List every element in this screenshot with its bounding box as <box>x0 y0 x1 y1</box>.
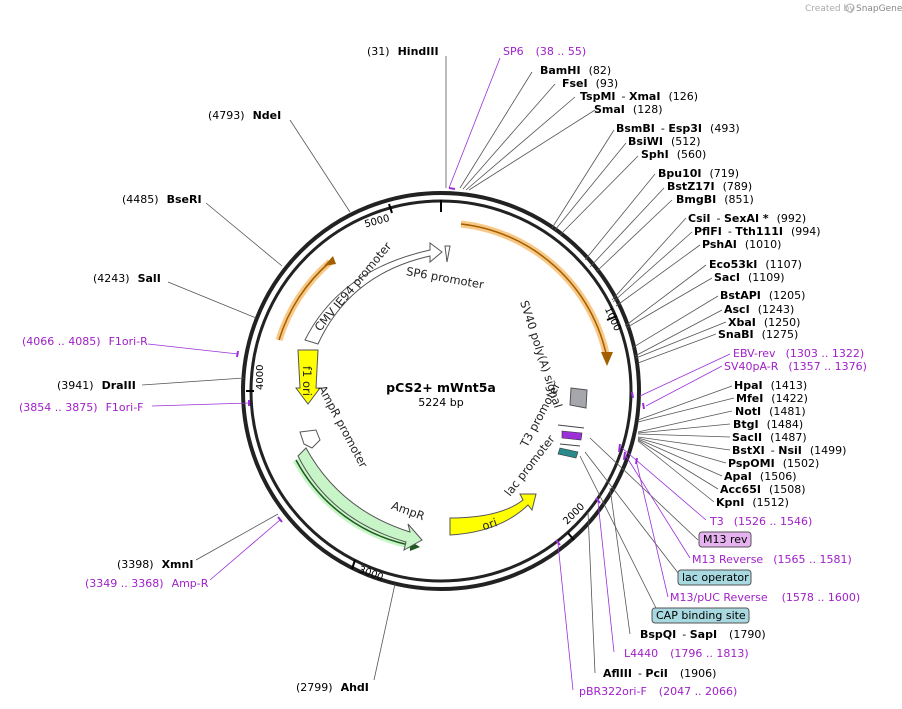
orange-feature-arcs <box>275 220 613 551</box>
lac-operator-box <box>677 569 752 586</box>
primer-marks <box>236 187 645 546</box>
site-eco53ki: Eco53kI(1107) <box>709 258 802 271</box>
site-bstz17i: BstZ17I(789) <box>667 180 752 193</box>
credit-brand: SnapGene <box>856 4 902 14</box>
site-afliii: AflIII- PciI(1906) <box>603 667 716 680</box>
ampr-promoter-arrow <box>299 429 321 449</box>
ampr-promoter-label: AmpR promoter <box>315 383 370 470</box>
right-leader-lines <box>459 71 735 691</box>
site-bstapi: BstAPI(1205) <box>720 289 805 302</box>
site-bamhi: BamHI(82) <box>540 64 611 77</box>
plasmid-name: pCS2+ mWnt5a <box>386 380 496 395</box>
site-hindiii: (31)HindIII <box>367 45 439 58</box>
sp6-label: SP6 promoter <box>405 264 485 291</box>
primer-amp-r: (3349 .. 3368)Amp-R <box>85 577 209 590</box>
ampr-arrow <box>297 447 423 551</box>
site-mfei: MfeI(1422) <box>736 392 808 405</box>
bottom-labels: M13 rev M13 Reverse(1565 .. 1581) lac op… <box>579 531 860 698</box>
primer-m13-reverse: M13 Reverse(1565 .. 1581) <box>692 553 852 566</box>
site-pshai: PshAI(1010) <box>702 238 781 251</box>
primer-m13puc: M13/pUC Reverse(1578 .. 1600) <box>670 591 860 604</box>
snapgene-credit: Created by SnapGene <box>805 3 902 14</box>
site-btgi: BtgI(1484) <box>733 418 803 431</box>
primer-l4440: L4440(1796 .. 1813) <box>624 647 749 660</box>
site-psp0mi: PspOMI(1502) <box>728 457 819 470</box>
site-sali: (4243)SalI <box>93 272 161 285</box>
plasmid-size: 5224 bp <box>418 396 463 409</box>
left-site-labels: (31)HindIII SP6(38 .. 55) (4793)NdeI (44… <box>19 45 586 694</box>
primer-t3: T3(1526 .. 1546) <box>709 515 812 528</box>
cap-box-label: CAP binding site <box>656 609 746 622</box>
site-ndei: (4793)NdeI <box>208 109 281 122</box>
site-hpai: HpaI(1413) <box>734 379 807 392</box>
primer-sv40pa-r: SV40pA-R(1357 .. 1376) <box>724 360 867 373</box>
primer-f1ori-r: (4066 .. 4085)F1ori-R <box>22 335 148 348</box>
site-csii: CsiI- SexAI *(992) <box>688 212 806 225</box>
site-saci: SacI(1109) <box>714 271 785 284</box>
site-bpu10i: Bpu10I(719) <box>658 167 739 180</box>
sp6-promoter-arrow <box>444 245 451 263</box>
site-draiii: (3941)DraIII <box>57 379 136 392</box>
right-site-labels: BamHI(82) FseI(93) TspMI- XmaI(126) SmaI… <box>540 64 867 528</box>
plasmid-title: pCS2+ mWnt5a 5224 bp <box>386 380 496 409</box>
f1-ori-arrow <box>295 349 321 405</box>
site-bmgbi: BmgBI(851) <box>676 193 754 206</box>
site-bseri: (4485)BseRI <box>122 193 202 206</box>
site-sacii: SacII(1487) <box>732 431 807 444</box>
f1-label: f1 ori <box>300 366 314 396</box>
tick-3000: 3000 <box>357 564 385 583</box>
lac-operator-block <box>557 447 579 459</box>
credit-prefix: Created by <box>805 4 855 14</box>
site-snabi: SnaBI(1275) <box>718 328 798 341</box>
site-apai: ApaI(1506) <box>724 470 796 483</box>
ori-label: ori <box>480 515 499 533</box>
site-smai: SmaI(128) <box>594 103 663 116</box>
tick-2000: 2000 <box>561 501 587 527</box>
site-fsei: FseI(93) <box>562 77 618 90</box>
tick-4000: 4000 <box>255 365 266 390</box>
site-bstxi: BstXI- NsiI(1499) <box>732 444 846 457</box>
site-sphi: SphI(560) <box>641 148 706 161</box>
ampr-label: AmpR <box>390 498 427 523</box>
site-pflfi: PflFI- Tth111I(994) <box>694 225 821 238</box>
m13rev-box <box>698 531 752 548</box>
snapgene-logo-icon <box>845 3 855 13</box>
sv40-signal-block <box>569 387 588 409</box>
cmv-promoter-arrow <box>304 242 443 345</box>
site-bsiwi: BsiWI(512) <box>628 135 701 148</box>
site-noti: NotI(1481) <box>735 405 806 418</box>
left-leader-lines <box>141 56 501 681</box>
site-kpni: KpnI(1512) <box>716 496 789 509</box>
site-bspqi: BspQI- SapI(1790) <box>640 628 766 641</box>
site-tspmi: TspMI- XmaI(126) <box>580 90 698 103</box>
primer-pbr322ori-f: pBR322ori-F(2047 .. 2066) <box>579 685 737 698</box>
site-ahdi: (2799)AhdI <box>296 681 369 694</box>
site-xmni: (3398)XmnI <box>117 558 193 571</box>
ori-arrow <box>449 493 537 536</box>
cmv-label: CMV IE94 promoter <box>312 239 395 334</box>
primer-ebv-rev: EBV-rev(1303 .. 1322) <box>733 347 864 360</box>
lac-operator-box-label: lac operator <box>682 571 749 584</box>
m13rev-box-label: M13 rev <box>703 533 748 546</box>
primer-sp6: SP6(38 .. 55) <box>503 45 586 58</box>
cap-box <box>651 607 750 624</box>
site-acc65i: Acc65I(1508) <box>720 483 806 496</box>
site-bsmbi: BsmBI- Esp3I(493) <box>616 122 740 135</box>
site-xbai: XbaI(1250) <box>728 316 800 329</box>
site-asci: AscI(1243) <box>724 303 794 316</box>
mcs-block <box>561 430 583 441</box>
primer-f1ori-f: (3854 .. 3875)F1ori-F <box>19 401 144 414</box>
